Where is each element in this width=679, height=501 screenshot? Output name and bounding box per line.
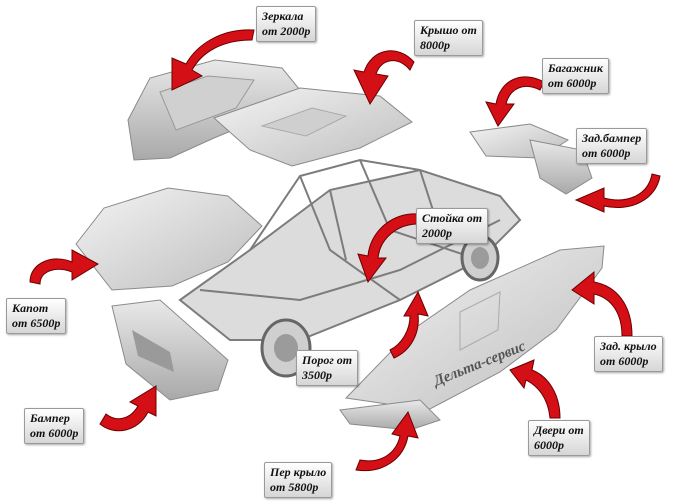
arrow-rear-bumper: [574, 173, 661, 213]
arrow-hood: [29, 249, 100, 285]
arrow-pillar: [357, 213, 419, 284]
label-front-bumper: Бампер от 6000р: [24, 408, 85, 444]
label-hood: Капот от 6500р: [6, 298, 67, 334]
label-rear-wing: Зад. крыло от 6000р: [594, 336, 663, 372]
hood-panel: [75, 187, 263, 291]
label-sill: Порог от 3500р: [296, 350, 359, 386]
arrow-front-wing: [355, 410, 419, 472]
door-side-panel: [344, 245, 605, 411]
label-pillar: Стойка от 2000р: [416, 208, 489, 244]
label-mirrors: Зеркала от 2000р: [256, 6, 317, 42]
label-rear-bumper: Зад.бампер от 6000р: [576, 128, 648, 164]
arrow-roof: [353, 50, 415, 106]
arrow-trunk: [485, 76, 545, 127]
label-roof: Крышо от 8000р: [414, 20, 483, 56]
arrow-mirrors: [171, 29, 255, 91]
label-doors: Двери от 6000р: [528, 420, 590, 456]
label-trunk: Багажник от 6000р: [542, 58, 609, 94]
front-wing-panel: [339, 399, 441, 431]
arrow-doors: [509, 359, 561, 419]
label-front-wing: Пер крыло от 5800р: [264, 462, 333, 498]
front-bumper-panel: [111, 299, 229, 401]
arrow-sill: [389, 290, 429, 359]
arrow-rear-wing: [571, 270, 633, 337]
pointer-arrows: [29, 29, 661, 472]
arrow-front-bumper: [99, 385, 157, 432]
